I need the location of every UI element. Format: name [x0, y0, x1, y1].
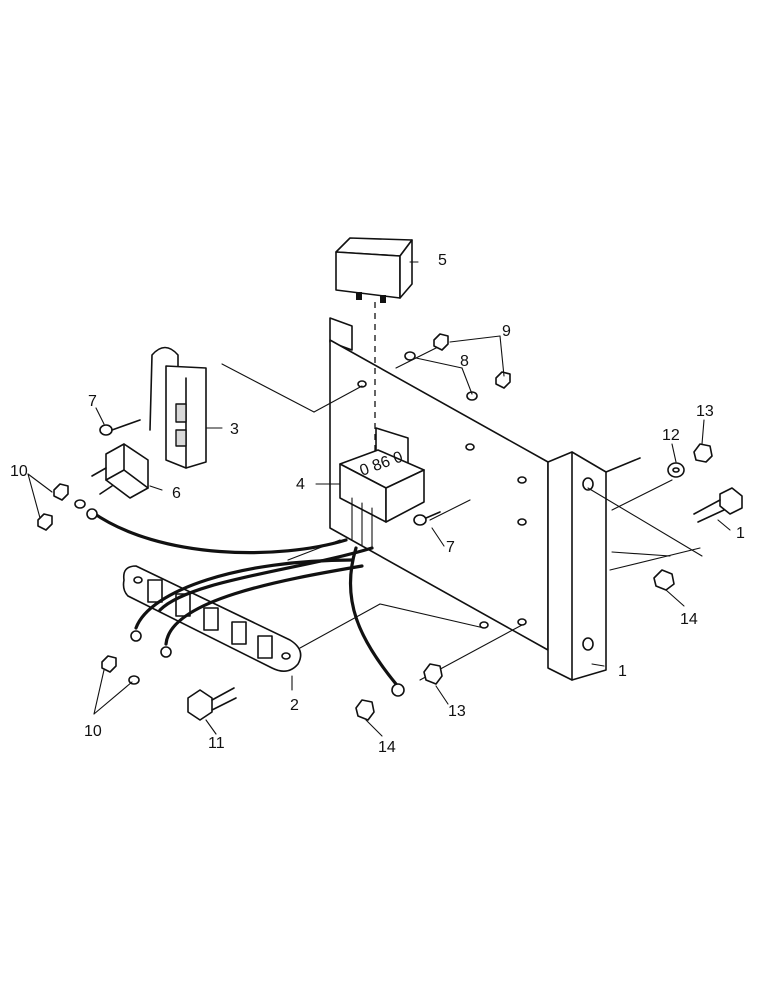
callout-10-top: 10 — [10, 463, 28, 480]
flasher-unit — [91, 443, 149, 499]
hardware — [37, 333, 743, 721]
callout-7-top: 7 — [88, 393, 97, 410]
callout-3: 3 — [230, 421, 239, 438]
callout-7-socket: 7 — [446, 539, 455, 556]
callout-4: 4 — [296, 476, 305, 493]
callout-14-bottom: 14 — [378, 739, 396, 756]
relay-socket: 0 86 0 — [339, 427, 425, 549]
callout-12: 12 — [662, 427, 680, 444]
callout-labels: 5 9 8 7 3 4 6 10 7 1 12 13 14 1 2 13 14 … — [10, 252, 745, 756]
callout-10-bottom: 10 — [84, 723, 102, 740]
mounting-plate — [329, 317, 641, 681]
callout-1-right: 1 — [736, 525, 745, 542]
fuse-clip — [149, 346, 207, 469]
callout-2: 2 — [290, 697, 299, 714]
wire-harness — [86, 508, 405, 697]
callout-9: 9 — [502, 323, 511, 340]
callout-pointers — [27, 261, 731, 737]
callout-14-right: 14 — [680, 611, 698, 628]
callout-13-right: 13 — [696, 403, 714, 420]
callout-11: 11 — [208, 735, 225, 752]
callout-6: 6 — [172, 485, 181, 502]
callout-13-bottom: 13 — [448, 703, 466, 720]
relay — [335, 237, 413, 303]
callout-8: 8 — [460, 353, 469, 370]
callout-5: 5 — [438, 252, 447, 269]
terminal-strip — [122, 565, 302, 672]
callout-1-bottom: 1 — [618, 663, 627, 680]
